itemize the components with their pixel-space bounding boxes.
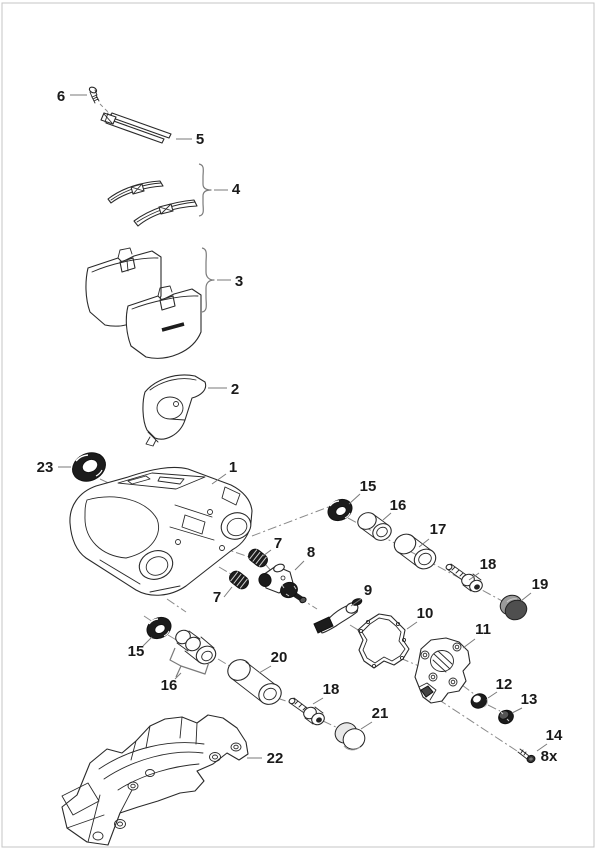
part-4-pad-springs bbox=[107, 180, 198, 227]
callout-label-2: 2 bbox=[231, 381, 239, 398]
callout-label-5: 5 bbox=[196, 131, 204, 148]
part-6-screw bbox=[88, 86, 100, 104]
brace-3 bbox=[201, 247, 215, 313]
brace-16 bbox=[169, 647, 210, 678]
callout-label-14: 14 bbox=[546, 727, 563, 744]
callout-label-8: 8 bbox=[307, 544, 315, 561]
part-22-carrier bbox=[61, 714, 249, 846]
part-12-bushing bbox=[470, 693, 488, 709]
part-7-spring-lower bbox=[229, 570, 249, 590]
callout-label-17: 17 bbox=[430, 521, 447, 538]
callout-label-15-lower: 15 bbox=[128, 643, 145, 660]
part-18-pin-lower bbox=[288, 697, 325, 726]
callout-label-9: 9 bbox=[364, 582, 372, 599]
callout-label-15-upper: 15 bbox=[360, 478, 377, 495]
part-14-screw bbox=[517, 748, 536, 764]
part-11-cover-plate bbox=[414, 637, 471, 704]
callout-labels: 6 5 4 3 2 23 1 15 16 17 18 19 7 8 9 10 1… bbox=[37, 88, 563, 767]
quantity-note-8x: 8x bbox=[541, 748, 558, 765]
part-20-long-sleeve bbox=[227, 659, 282, 705]
callout-label-20: 20 bbox=[271, 649, 288, 666]
callout-label-3: 3 bbox=[235, 273, 243, 290]
part-10-gasket bbox=[357, 613, 410, 669]
callout-label-11: 11 bbox=[475, 621, 491, 638]
part-5-retainer-bar bbox=[100, 112, 172, 144]
part-16-bushing-lower bbox=[175, 629, 217, 665]
part-7-spring-upper bbox=[248, 548, 268, 568]
callout-label-16-upper: 16 bbox=[390, 497, 407, 514]
callout-label-12: 12 bbox=[496, 676, 513, 693]
part-17-sleeve bbox=[393, 533, 437, 570]
part-15-seal-lower bbox=[146, 616, 172, 640]
leader-lines bbox=[58, 94, 548, 759]
part-15-seal-upper bbox=[327, 498, 353, 522]
callout-label-13: 13 bbox=[521, 691, 538, 708]
brace-4 bbox=[198, 163, 212, 217]
part-21-cap bbox=[334, 722, 366, 751]
callout-label-23: 23 bbox=[37, 459, 54, 476]
part-3-brake-pads bbox=[85, 247, 202, 359]
callout-label-22: 22 bbox=[267, 750, 284, 767]
callout-label-21: 21 bbox=[372, 705, 389, 722]
callout-label-6: 6 bbox=[57, 88, 65, 105]
callout-label-4: 4 bbox=[232, 181, 241, 198]
callout-label-18-lower: 18 bbox=[323, 681, 340, 698]
part-19-cap bbox=[499, 594, 528, 621]
callout-label-10: 10 bbox=[417, 605, 434, 622]
callout-label-7-lower: 7 bbox=[213, 589, 221, 606]
part-16-bushing-upper bbox=[357, 512, 392, 541]
part-8-adjuster-unit bbox=[258, 563, 307, 604]
part-13-nut bbox=[498, 709, 514, 725]
callout-label-7-upper: 7 bbox=[274, 535, 282, 552]
part-23-seal-ring bbox=[72, 452, 106, 482]
callout-label-19: 19 bbox=[532, 576, 549, 593]
callout-label-16-lower: 16 bbox=[161, 677, 178, 694]
part-18-pin-upper bbox=[445, 563, 483, 593]
callout-label-18-upper: 18 bbox=[480, 556, 497, 573]
part-2-bracket bbox=[142, 374, 207, 447]
part-1-caliper-housing bbox=[69, 466, 253, 596]
callout-label-1: 1 bbox=[229, 459, 237, 476]
